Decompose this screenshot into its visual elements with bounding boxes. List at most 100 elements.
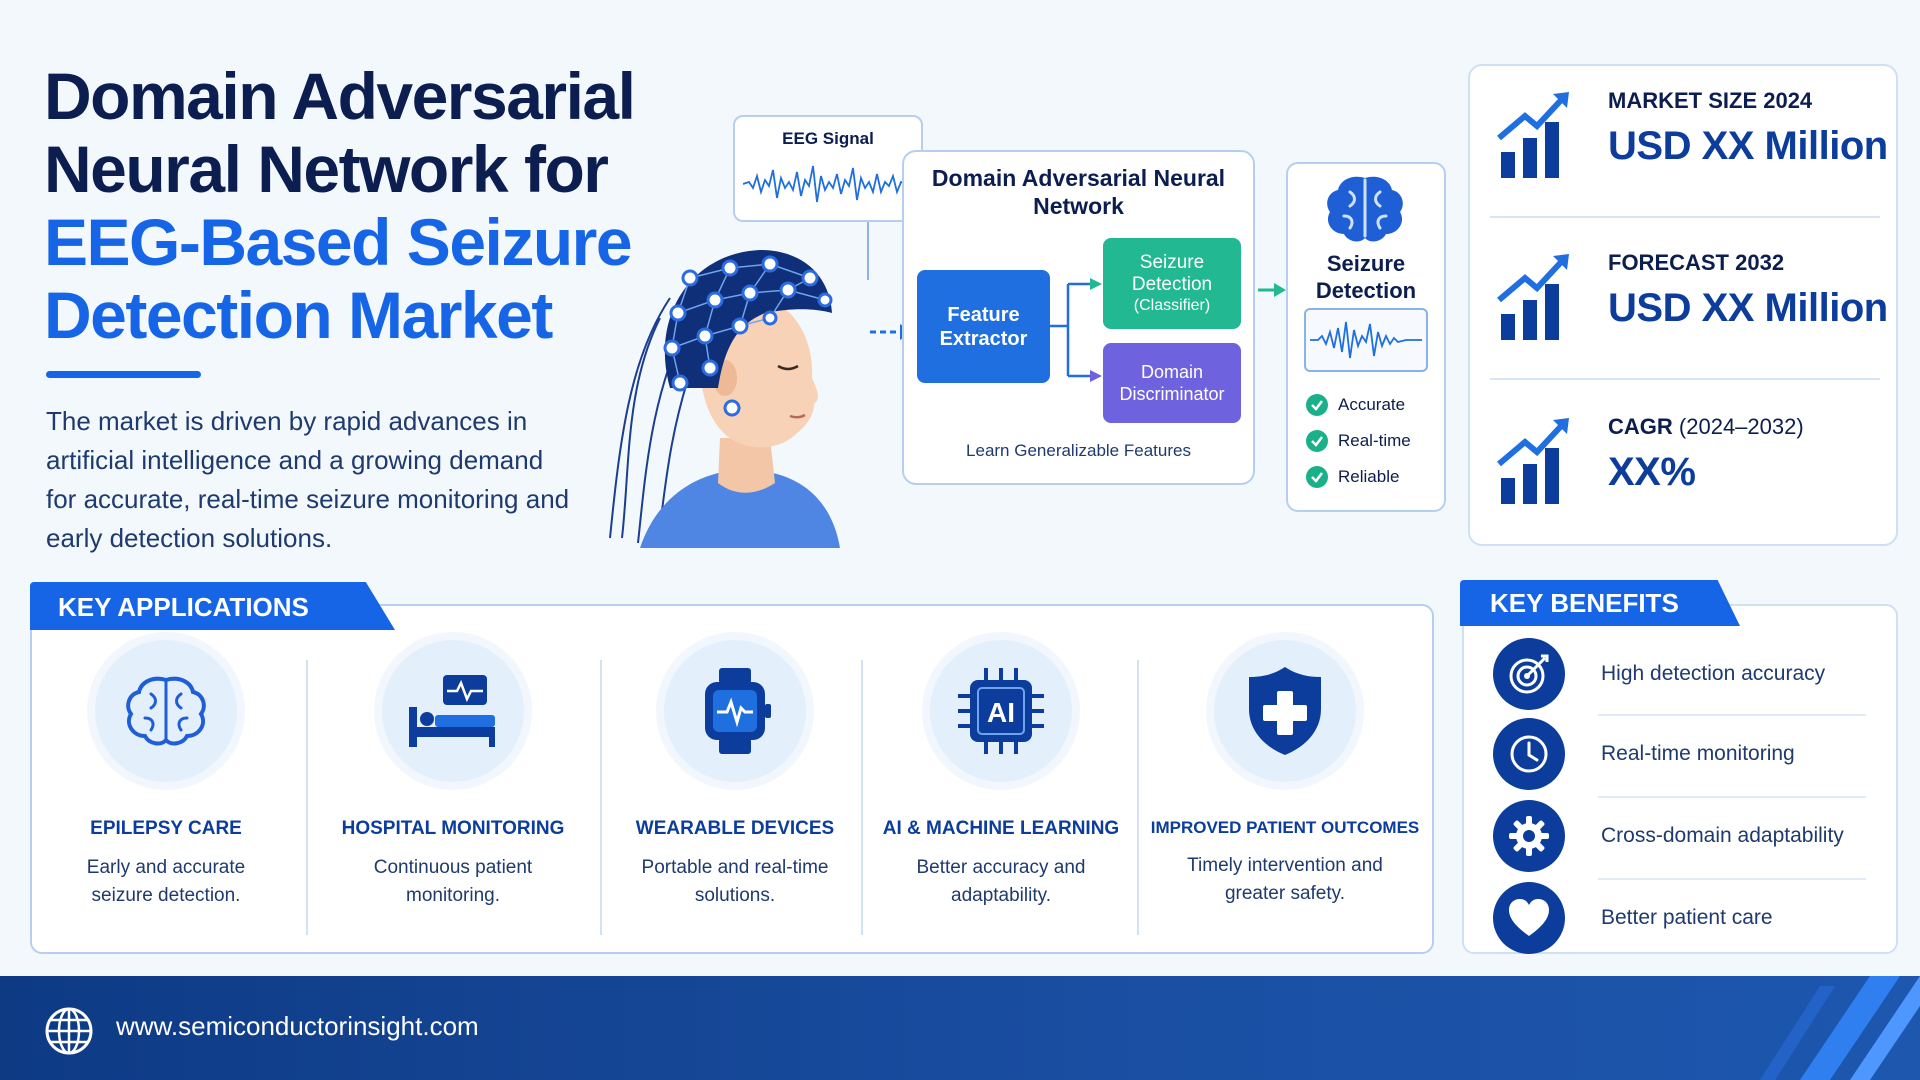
growth-chart-icon: [1497, 418, 1569, 504]
market-stats-panel: [1468, 64, 1898, 546]
application-name: WEARABLE DEVICES: [635, 818, 835, 839]
svg-text:AI: AI: [987, 697, 1015, 728]
brain-icon: [1327, 176, 1403, 242]
output-waveform-icon: [1310, 321, 1422, 359]
benefit-divider: [1598, 878, 1866, 880]
benefit-label: Cross-domain adaptability: [1601, 824, 1844, 847]
application-divider: [861, 660, 863, 935]
application-improved-patient-outcomes: IMPROVED PATIENT OUTCOMES Timely interve…: [1150, 640, 1420, 908]
cagr-label: CAGR (2024–2032): [1608, 414, 1804, 440]
application-divider: [600, 660, 602, 935]
check-label: Real-time: [1338, 431, 1411, 450]
brain-icon: [126, 676, 206, 746]
domain-discriminator-block: Domain Discriminator: [1103, 343, 1241, 423]
seizure-classifier-block: Seizure Detection (Classifier): [1103, 238, 1241, 329]
title-line-4: Detection Market: [44, 278, 553, 352]
market-divider: [1490, 216, 1880, 218]
application-desc: Timely intervention and greater safety.: [1187, 855, 1383, 904]
globe-icon: [45, 1007, 93, 1055]
title-underline: [46, 371, 201, 378]
title-line-3: EEG-Based Seizure: [44, 205, 633, 279]
benefit-real-time-monitoring: Real-time monitoring: [1493, 718, 1795, 790]
eeg-waveform-icon: [743, 165, 915, 203]
shield-cross-icon: [1249, 667, 1321, 755]
clock-icon: [1510, 735, 1548, 773]
application-icon-circle: [664, 640, 806, 782]
footer-website-link[interactable]: www.semiconductorinsight.com: [116, 1011, 479, 1041]
application-epilepsy-care: EPILEPSY CARE Early and accurate seizure…: [31, 640, 301, 910]
forecast-value: USD XX Million: [1608, 286, 1888, 330]
application-icon-circle: [1214, 640, 1356, 782]
title-line-1: Domain Adversarial: [44, 59, 636, 133]
cagr-period: (2024–2032): [1678, 414, 1804, 439]
application-name: HOSPITAL MONITORING: [341, 818, 565, 839]
gear-icon: [1509, 816, 1549, 856]
market-size-row: MARKET SIZE 2024 USD XX Million: [1495, 70, 1888, 210]
check-label: Reliable: [1338, 467, 1400, 486]
benefit-label: Real-time monitoring: [1601, 742, 1795, 765]
smartwatch-icon: [705, 668, 771, 754]
hospital-bed-icon: [409, 675, 495, 747]
ai-chip-icon: AI: [958, 668, 1044, 754]
application-desc: Portable and real-time solutions.: [641, 857, 829, 906]
market-size-value: USD XX Million: [1608, 124, 1888, 168]
benefit-icon-circle: [1493, 638, 1565, 710]
forecast-label: FORECAST 2032: [1608, 250, 1785, 275]
output-waveform: [1304, 308, 1428, 372]
application-icon-circle: AI: [930, 640, 1072, 782]
cagr-row: CAGR (2024–2032) XX%: [1495, 396, 1885, 536]
check-label: Accurate: [1338, 395, 1406, 414]
application-wearable-devices: WEARABLE DEVICES Portable and real-time …: [600, 640, 870, 910]
forecast-row: FORECAST 2032 USD XX Million: [1495, 232, 1888, 372]
market-description: The market is driven by rapid advances i…: [46, 406, 570, 553]
application-ai-machine-learning: AI AI & MACHINE LEARNING Better accuracy…: [866, 640, 1136, 910]
title-line-2: Neural Network for: [44, 132, 609, 206]
check-icon: [1306, 430, 1328, 452]
benefit-icon-circle: [1493, 718, 1565, 790]
benefit-high-detection-accuracy: High detection accuracy: [1493, 638, 1825, 710]
check-icon: [1306, 466, 1328, 488]
benefit-label: High detection accuracy: [1601, 662, 1826, 685]
footer-decorative-stripes: [1760, 976, 1920, 1080]
eeg-signal-box: EEG Signal: [733, 115, 923, 222]
target-icon: [1509, 654, 1549, 694]
benefit-cross-domain-adaptability: Cross-domain adaptability: [1493, 800, 1844, 872]
benefit-better-patient-care: Better patient care: [1493, 882, 1773, 954]
feature-extractor-block: Feature Extractor: [917, 270, 1050, 383]
application-hospital-monitoring: HOSPITAL MONITORING Continuous patient m…: [318, 640, 588, 910]
application-desc: Continuous patient monitoring.: [373, 857, 533, 906]
network-to-output-arrow: [1258, 283, 1286, 297]
benefit-label: Better patient care: [1601, 906, 1773, 929]
learn-features-label: Learn Generalizable Features: [966, 441, 1191, 460]
application-name: EPILEPSY CARE: [90, 818, 242, 839]
branch-arrows: [1050, 278, 1102, 382]
market-size-label: MARKET SIZE 2024: [1608, 88, 1813, 113]
application-desc: Early and accurate seizure detection.: [86, 857, 246, 906]
classifier-title: Seizure Detection: [1131, 251, 1213, 295]
dann-title: Domain Adversarial Neural Network: [931, 165, 1226, 219]
cagr-value: XX%: [1608, 450, 1696, 494]
application-icon-circle: [382, 640, 524, 782]
footer-bar: www.semiconductorinsight.com: [0, 976, 1920, 1080]
eeg-signal-label: EEG Signal: [782, 129, 874, 148]
output-title: Seizure Detection: [1315, 251, 1417, 303]
application-divider: [306, 660, 308, 935]
cagr-label-text: CAGR: [1608, 414, 1673, 439]
check-real-time: Real-time: [1306, 430, 1411, 452]
application-divider: [1137, 660, 1139, 935]
benefit-icon-circle: [1493, 882, 1565, 954]
application-name: AI & MACHINE LEARNING: [882, 818, 1120, 839]
application-icon-circle: [95, 640, 237, 782]
heart-icon: [1509, 899, 1549, 936]
check-accurate: Accurate: [1306, 394, 1405, 416]
benefit-icon-circle: [1493, 800, 1565, 872]
growth-chart-icon: [1497, 92, 1569, 178]
application-desc: Better accuracy and adaptability.: [916, 857, 1086, 906]
application-name: IMPROVED PATIENT OUTCOMES: [1150, 818, 1420, 837]
market-divider: [1490, 378, 1880, 380]
growth-chart-icon: [1497, 254, 1569, 340]
check-icon: [1306, 394, 1328, 416]
key-applications-heading: KEY APPLICATIONS: [30, 582, 395, 630]
check-reliable: Reliable: [1306, 466, 1399, 488]
page-title: Domain Adversarial Neural Network for EE…: [44, 60, 724, 352]
